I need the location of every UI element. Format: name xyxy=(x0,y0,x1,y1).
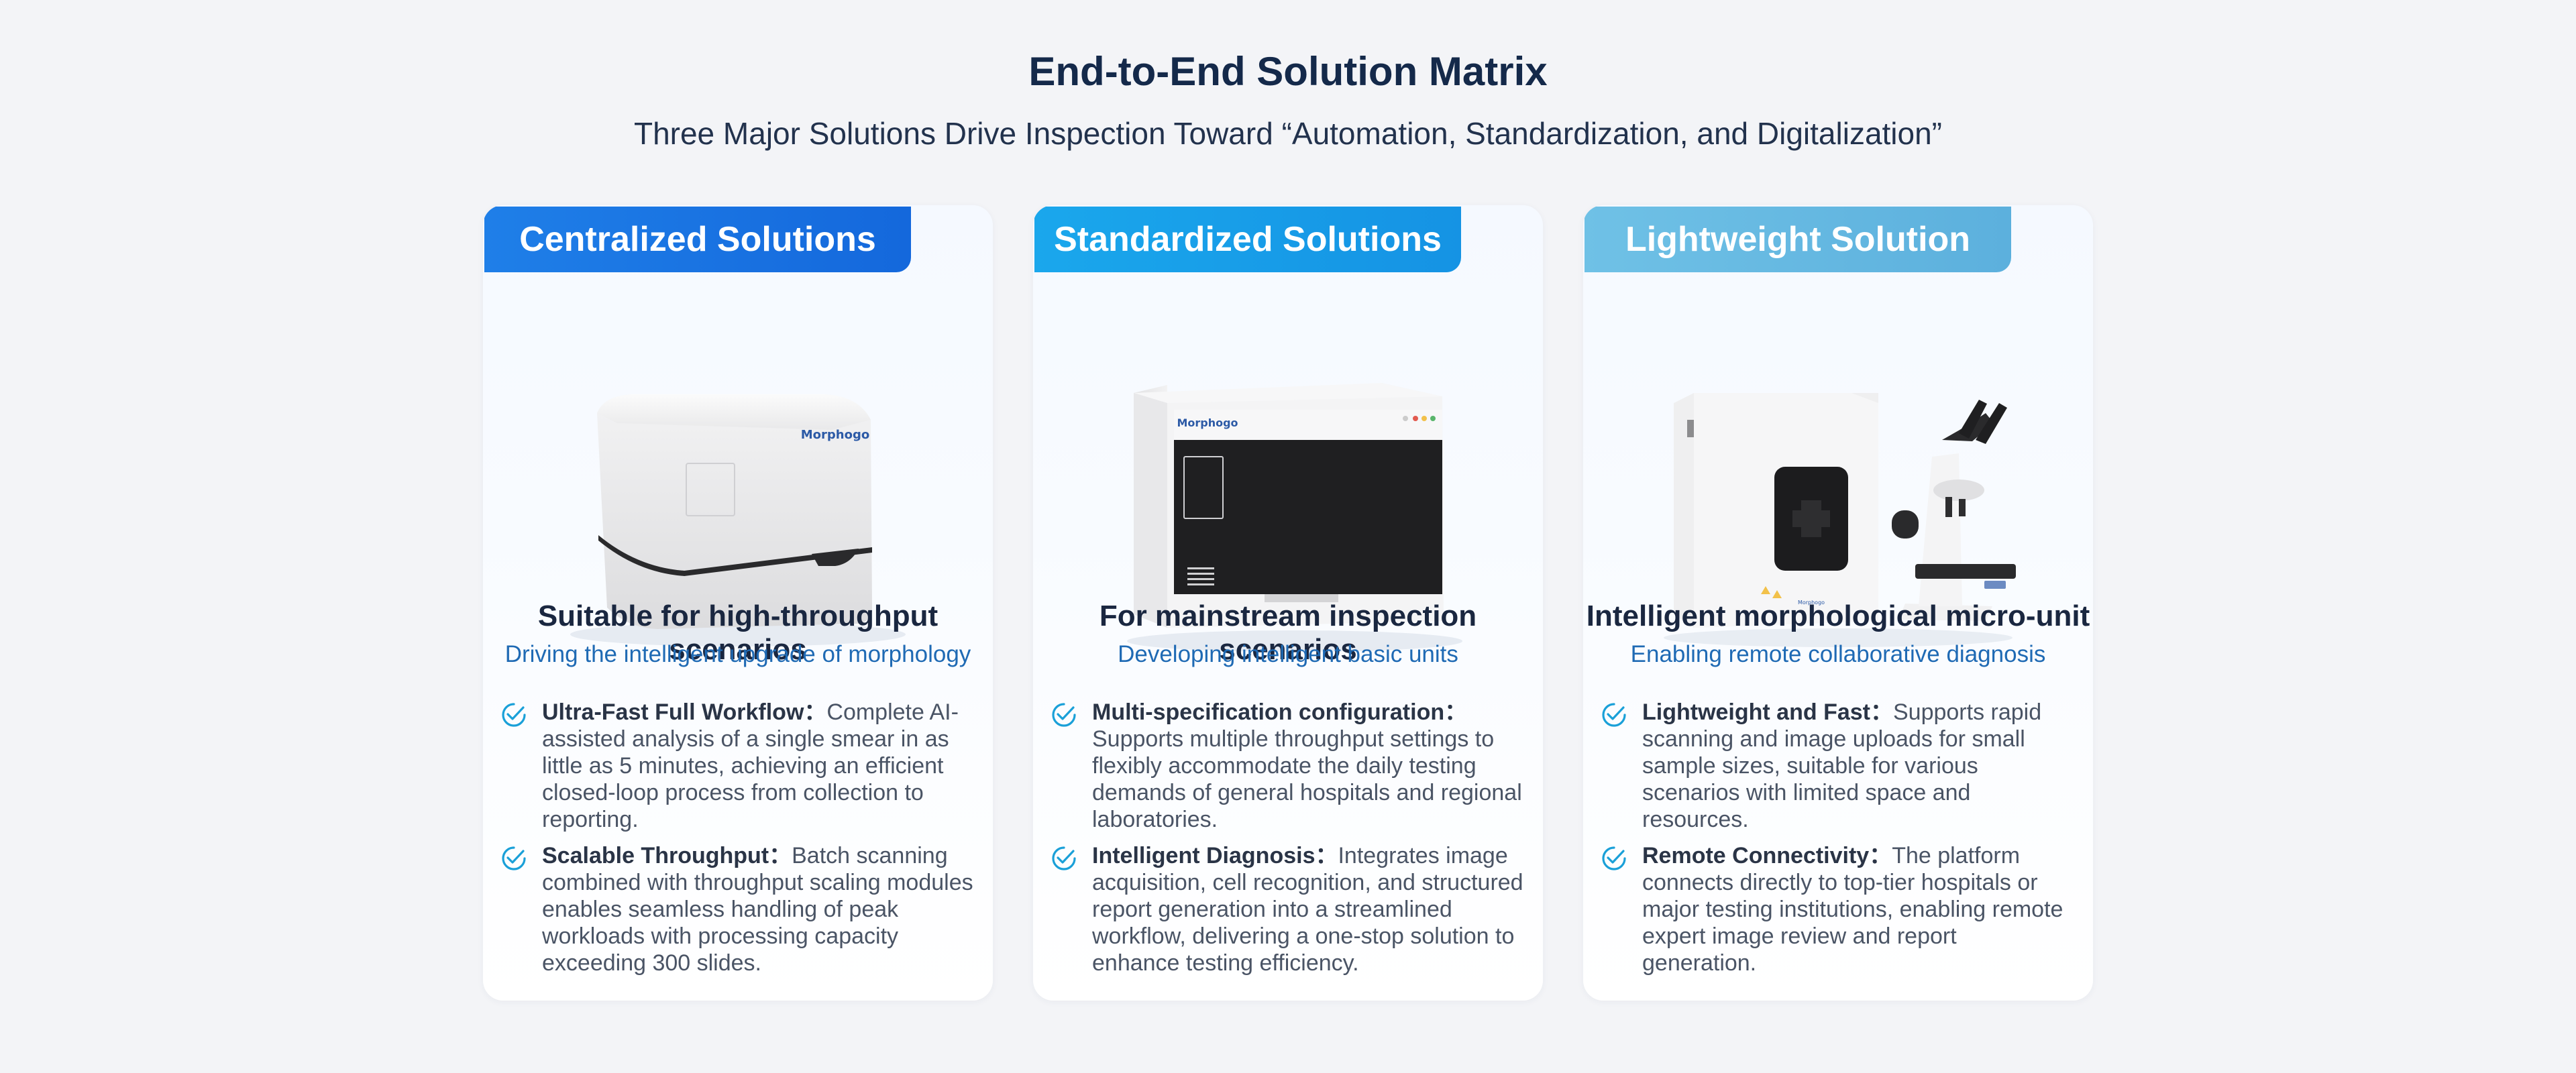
tag-lightweight: Lightweight Solution xyxy=(1585,207,2011,272)
device-logo: Morphogo xyxy=(801,428,869,442)
centralized-analyzer-image: Morphogo xyxy=(570,394,906,646)
check-circle-icon xyxy=(1052,703,1076,727)
page-subtitle: Three Major Solutions Drive Inspection T… xyxy=(633,116,1943,151)
feature-item: Multi-specification configuration：Suppor… xyxy=(1051,699,1525,833)
device-logo: Morphogo xyxy=(1177,416,1238,429)
card-heading: Intelligent morphological micro-unit xyxy=(1586,600,2090,632)
standardized-analyzer-image: Morphogo xyxy=(1127,383,1462,652)
feature-text: Batch scanning combined with throughput … xyxy=(542,843,973,976)
card-heading: For mainstream inspection scenarios xyxy=(1099,600,1477,666)
check-circle-icon xyxy=(502,703,526,727)
feature-text: Complete AI-assisted analysis of a singl… xyxy=(542,699,959,832)
tag-standardized: Standardized Solutions xyxy=(1034,207,1461,272)
feature-item: Scalable Throughput：Batch scanning combi… xyxy=(500,842,975,976)
feature-title: Lightweight and Fast： xyxy=(1642,699,1893,725)
card-lightweight: Lightweight Solution Morphogo Intelligen… xyxy=(1583,205,2093,1001)
lightweight-scanner-microscope-image: Morphogo xyxy=(1664,393,2016,647)
check-circle-icon xyxy=(502,846,526,870)
feature-item: Remote Connectivity：The platform connect… xyxy=(1601,842,2076,976)
card-heading: Suitable for high-throughput scenarios xyxy=(537,600,938,666)
feature-item: Lightweight and Fast：Supports rapid scan… xyxy=(1601,699,2076,833)
tag-centralized: Centralized Solutions xyxy=(484,207,911,272)
feature-text: Supports multiple throughput settings to… xyxy=(1092,726,1522,832)
page-title: End-to-End Solution Matrix xyxy=(1028,49,1548,94)
feature-list: Multi-specification configuration：Suppor… xyxy=(1051,699,1525,986)
feature-title: Intelligent Diagnosis： xyxy=(1092,843,1338,868)
feature-list: Lightweight and Fast：Supports rapid scan… xyxy=(1601,699,2076,986)
check-circle-icon xyxy=(1602,703,1626,727)
card-tagline: Developing intelligent basic units xyxy=(1118,641,1458,667)
check-circle-icon xyxy=(1602,846,1626,870)
check-circle-icon xyxy=(1052,846,1076,870)
feature-list: Ultra-Fast Full Workflow：Complete AI-ass… xyxy=(500,699,975,986)
card-tagline: Enabling remote collaborative diagnosis xyxy=(1630,641,2046,667)
feature-title: Remote Connectivity： xyxy=(1642,843,1892,868)
feature-text: Supports rapid scanning and image upload… xyxy=(1642,699,2042,832)
device-logo: Morphogo xyxy=(1798,600,1825,606)
feature-item: Ultra-Fast Full Workflow：Complete AI-ass… xyxy=(500,699,975,833)
card-standardized: Standardized Solutions Morphogo For main… xyxy=(1033,205,1543,1001)
feature-item: Intelligent Diagnosis：Integrates image a… xyxy=(1051,842,1525,976)
card-centralized: Centralized Solutions Morphogo Suitable … xyxy=(483,205,993,1001)
feature-text: The platform connects directly to top-ti… xyxy=(1642,843,2063,976)
card-tagline: Driving the intelligent upgrade of morph… xyxy=(504,641,971,667)
feature-text: Integrates image acquisition, cell recog… xyxy=(1092,843,1523,976)
feature-title: Ultra-Fast Full Workflow： xyxy=(542,699,827,725)
feature-title: Scalable Throughput： xyxy=(542,843,792,868)
feature-title: Multi-specification configuration： xyxy=(1092,699,1468,725)
